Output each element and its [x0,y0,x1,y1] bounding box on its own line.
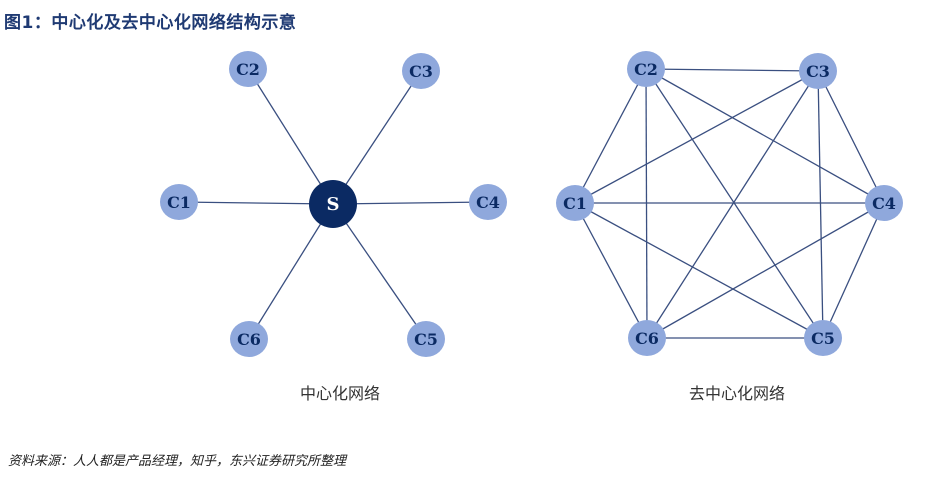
edge-s-c6 [248,203,334,340]
node-label: C4 [872,194,896,213]
c-node-c3: C3 [402,53,440,89]
source-note: 资料来源：人人都是产品经理，知乎，东兴证券研究所整理 [8,454,347,469]
c-node-c6: C6 [230,321,268,357]
centralized-caption: 中心化网络 [300,384,380,403]
c-node-c1: C1 [160,184,198,220]
d-node-c5: C5 [804,320,842,356]
edge-c2-c6 [645,68,648,339]
c-node-c2: C2 [229,51,267,87]
node-circle [469,184,507,220]
edge-c2-c3 [645,68,819,72]
node-circle [407,321,445,357]
hub-node: S [309,180,357,228]
node-circle [865,185,903,221]
edge-c1-c3 [574,70,819,204]
node-label: C4 [476,193,500,212]
node-label: C6 [635,329,659,348]
d-node-c4: C4 [865,185,903,221]
edge-c1-c5 [574,202,824,339]
edge-c3-c6 [646,70,819,339]
edge-s-c3 [332,70,422,205]
edge-c2-c4 [645,68,885,204]
edge-c3-c4 [817,70,885,204]
c-node-c5: C5 [407,321,445,357]
centralized-edges [178,68,489,340]
edge-c1-c2 [574,68,647,204]
node-circle [627,51,665,87]
node-label: C5 [414,330,438,349]
node-label: C3 [409,62,433,81]
node-circle [804,320,842,356]
figure-title: 图1：中心化及去中心化网络结构示意 [4,13,297,33]
node-circle [230,321,268,357]
d-node-c2: C2 [627,51,665,87]
d-node-c6: C6 [628,320,666,356]
centralized-network: S C1 C2 C3 C4 C5 C6 中心化网络 [160,51,507,403]
hub-label: S [327,194,340,215]
edge-s-c5 [332,203,427,340]
node-label: C1 [167,193,191,212]
node-label: C2 [236,60,260,79]
node-circle [799,53,837,89]
node-label: C1 [563,194,587,213]
node-label: C3 [806,62,830,81]
node-circle [160,184,198,220]
edge-c3-c5 [817,70,824,339]
edge-s-c4 [332,201,489,205]
node-label: C2 [634,60,658,79]
edge-s-c2 [247,68,334,205]
edge-c2-c5 [645,68,824,339]
c-node-c4: C4 [469,184,507,220]
node-circle [402,53,440,89]
d-node-c3: C3 [799,53,837,89]
node-label: C5 [811,329,835,348]
d-node-c1: C1 [556,185,594,221]
node-circle [556,185,594,221]
hub-circle [309,180,357,228]
edge-c4-c6 [646,202,885,339]
edge-s-c1 [178,201,334,205]
node-circle [229,51,267,87]
edge-c4-c5 [822,202,885,339]
node-circle [628,320,666,356]
node-label: C6 [237,330,261,349]
edge-c1-c6 [574,202,648,339]
decentralized-caption: 去中心化网络 [689,384,785,403]
decentralized-network: C1 C2 C3 C4 C5 C6 去中心化网络 [556,51,903,403]
decentralized-edges [574,68,885,339]
